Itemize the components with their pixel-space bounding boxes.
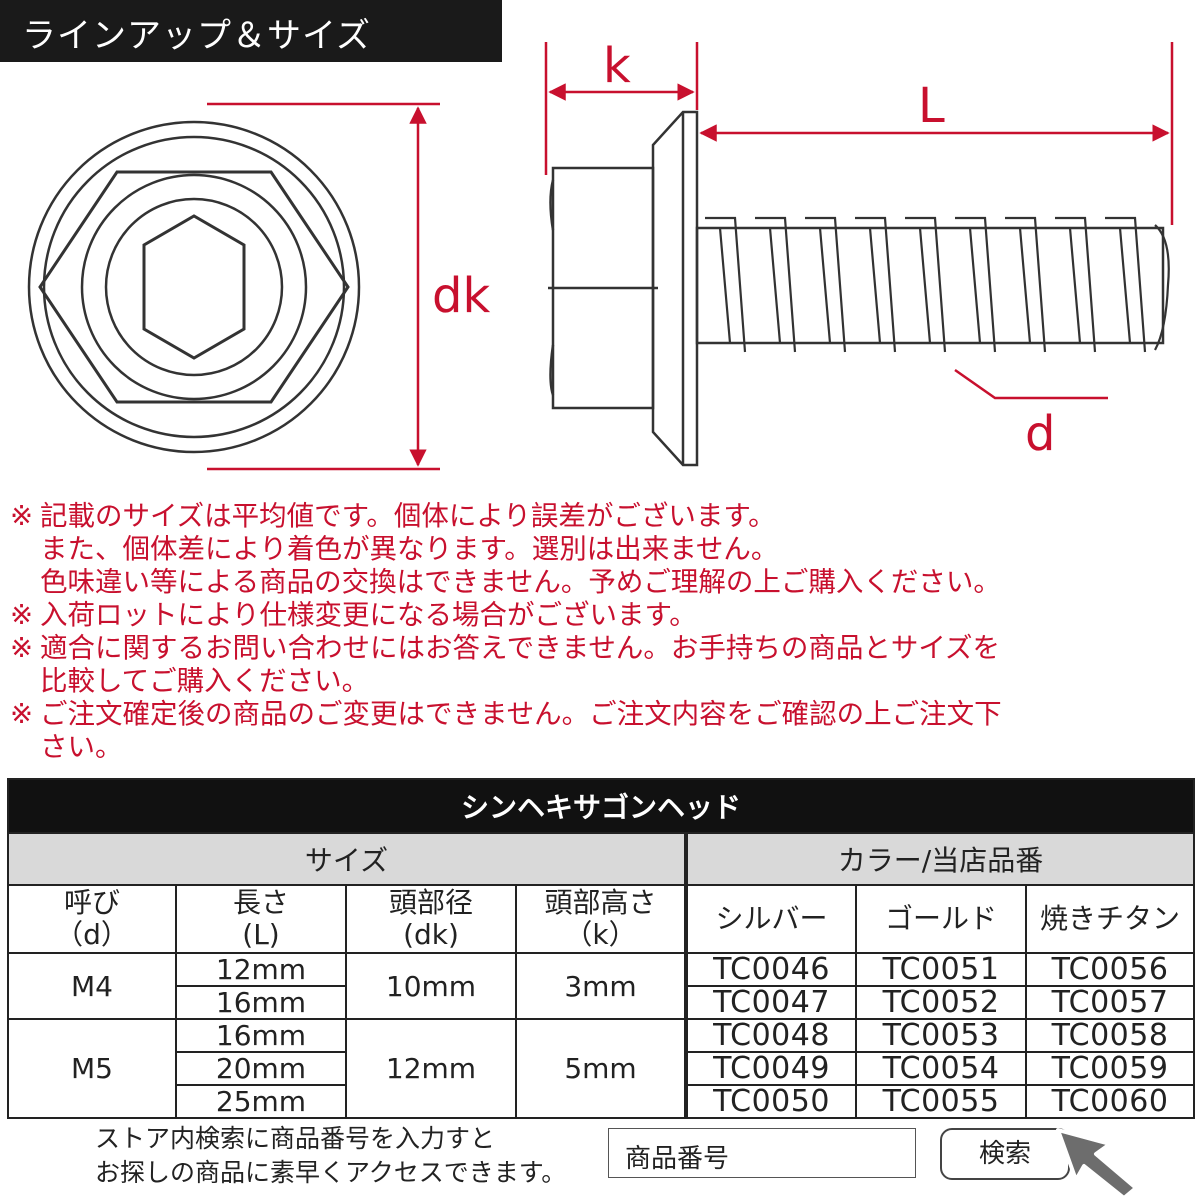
cell-silver-code: TC0048: [684, 1018, 857, 1053]
col-burnt-titanium: 焼きチタン: [1024, 884, 1196, 954]
cell-burnt-titanium-code: TC0060: [1024, 1084, 1196, 1119]
hex-head-outline: [38, 170, 350, 404]
flange-inner-circle: [42, 135, 346, 439]
col-gold: ゴールド: [855, 884, 1027, 954]
cell-burnt-titanium-code: TC0059: [1024, 1051, 1196, 1086]
section-title: ラインアップ＆サイズ: [22, 16, 371, 56]
col-length: 長さ(L): [175, 884, 347, 954]
size-spec-table: シンヘキサゴンヘッド サイズ カラー/当店品番 呼び（d） 長さ(L) 頭部径(…: [6, 778, 1196, 1119]
notice-item: ※適合に関するお問い合わせにはお答えできません。お手持ちの商品とサイズを: [10, 632, 1001, 664]
notice-mark: ※: [10, 599, 34, 631]
group-size-header: サイズ: [7, 832, 687, 886]
cell-gold-code: TC0053: [855, 1018, 1027, 1053]
d-leader-line: [954, 368, 1108, 400]
cell-burnt-titanium-code: TC0058: [1024, 1018, 1196, 1053]
cell-length: 16mm: [175, 985, 347, 1020]
flange-side: [651, 110, 699, 467]
search-instruction-line: ストア内検索に商品番号を入力すと: [95, 1124, 496, 1153]
notice-mark: ※: [10, 698, 34, 730]
pointer-cursor-icon: [1056, 1128, 1138, 1200]
bolt-side-view: [548, 110, 1165, 467]
label-L: L: [918, 78, 945, 134]
search-button[interactable]: 検索: [940, 1128, 1070, 1180]
cell-head-height: 3mm: [515, 952, 687, 1020]
notice-item: ※記載のサイズは平均値です。個体により誤差がございます。: [10, 500, 776, 532]
label-d: d: [1025, 406, 1056, 462]
col-head-height: 頭部高さ（k）: [515, 884, 687, 954]
thread-lines: [705, 216, 1170, 353]
cell-burnt-titanium-code: TC0057: [1024, 985, 1196, 1020]
col-head-diameter: 頭部径(dk): [345, 884, 517, 954]
cell-length: 20mm: [175, 1051, 347, 1086]
cell-silver-code: TC0046: [684, 952, 857, 987]
table-row: M4 12mm 10mm 3mm TC0046 TC0051 TC0056: [7, 952, 1196, 1020]
table-group-header-row: サイズ カラー/当店品番: [7, 832, 1196, 886]
bolt-dimension-diagram: [27, 42, 1174, 471]
cell-gold-code: TC0054: [855, 1051, 1027, 1086]
search-input[interactable]: 商品番号: [608, 1128, 916, 1178]
socket-circle: [104, 197, 284, 377]
label-k: k: [603, 38, 631, 94]
table-row: M5 16mm 12mm 5mm TC0048 TC0053 TC0058: [7, 1018, 1196, 1119]
cell-gold-code: TC0051: [855, 952, 1027, 987]
col-silver: シルバー: [684, 884, 857, 954]
table-row: 20mm TC0049 TC0054 TC0059: [8, 1051, 1196, 1086]
flange-outer-circle: [27, 120, 361, 454]
hex-chamfer-circle: [80, 173, 308, 401]
cell-silver-code: TC0049: [684, 1051, 857, 1086]
search-instruction: ストア内検索に商品番号を入力すと お探しの商品に素早くアクセスできます。: [95, 1122, 566, 1190]
cell-length: 25mm: [175, 1084, 347, 1119]
col-nominal: 呼び（d）: [7, 884, 177, 954]
bolt-top-view: [27, 120, 361, 454]
cell-head-diameter: 12mm: [345, 1018, 517, 1119]
cell-head-height: 5mm: [515, 1018, 687, 1119]
cell-nominal: M4: [7, 952, 177, 1020]
notice-mark: ※: [10, 500, 34, 532]
group-color-header: カラー/当店品番: [683, 832, 1196, 886]
table-column-header-row: 呼び（d） 長さ(L) 頭部径(dk) 頭部高さ（k） シルバー ゴールド 焼き…: [7, 884, 1196, 954]
cell-silver-code: TC0047: [684, 985, 857, 1020]
table-title: シンヘキサゴンヘッド: [6, 778, 1196, 834]
cell-nominal: M5: [7, 1018, 177, 1119]
table-row: 25mm TC0050 TC0055 TC0060: [8, 1084, 1196, 1119]
dimension-lines: [207, 42, 1174, 471]
notice-mark: ※: [10, 632, 34, 664]
cell-gold-code: TC0055: [855, 1084, 1027, 1119]
hex-head-chamfer: [549, 179, 555, 396]
cell-gold-code: TC0052: [855, 985, 1027, 1020]
section-title-bar: ラインアップ＆サイズ: [0, 0, 502, 62]
notice-list: ※記載のサイズは平均値です。個体により誤差がございます。 また、個体差により着色…: [10, 500, 1195, 764]
cell-burnt-titanium-code: TC0056: [1024, 952, 1196, 987]
notice-item: ※入荷ロットにより仕様変更になる場合がございます。: [10, 599, 697, 631]
hex-socket: [142, 214, 246, 360]
cell-length: 12mm: [175, 952, 347, 987]
cell-length: 16mm: [175, 1018, 347, 1053]
search-instruction-line: お探しの商品に素早くアクセスできます。: [95, 1158, 567, 1187]
cell-silver-code: TC0050: [684, 1084, 857, 1119]
cell-head-diameter: 10mm: [345, 952, 517, 1020]
label-dk: dk: [432, 268, 491, 324]
table-title-row: シンヘキサゴンヘッド: [6, 778, 1196, 834]
notice-item: ※ご注文確定後の商品のご変更はできません。ご注文内容をご確認の上ご注文下: [10, 698, 1002, 730]
